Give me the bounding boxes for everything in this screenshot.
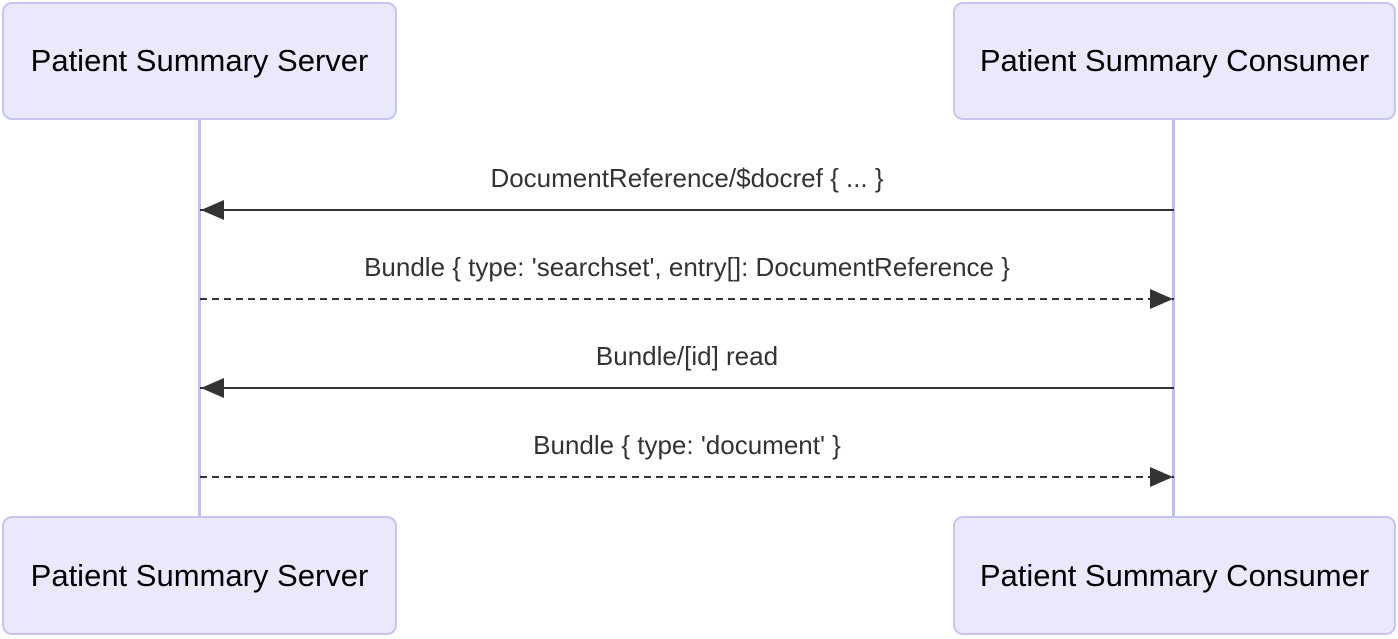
actor-top-consumer-label: Patient Summary Consumer: [979, 43, 1370, 78]
message-2-arrowhead-right-icon: [1150, 289, 1173, 309]
actor-bottom-server-box: Patient Summary Server: [2, 516, 397, 635]
message-2-label: Bundle { type: 'searchset', entry[]: Doc…: [364, 252, 1010, 282]
message-3-arrowhead-left-icon: [201, 378, 224, 398]
actor-top-server-box: Patient Summary Server: [2, 2, 397, 120]
lifeline-consumer: [1172, 120, 1175, 516]
message-3-label: Bundle/[id] read: [595, 341, 779, 371]
message-1-arrowhead-left-icon: [201, 200, 224, 220]
actor-top-server-label: Patient Summary Server: [30, 43, 369, 78]
message-1-label: DocumentReference/$docref { ... }: [490, 163, 884, 193]
actor-bottom-consumer-label: Patient Summary Consumer: [979, 557, 1370, 593]
actor-bottom-consumer-box: Patient Summary Consumer: [953, 516, 1396, 635]
message-4-line: [200, 476, 1174, 478]
actor-bottom-server-label: Patient Summary Server: [30, 557, 369, 593]
lifeline-server: [198, 120, 201, 516]
message-4-label: Bundle { type: 'document' }: [533, 430, 841, 460]
message-2-line: [200, 298, 1174, 300]
message-1-line: [200, 209, 1174, 211]
actor-top-consumer-box: Patient Summary Consumer: [953, 2, 1396, 120]
message-3-line: [200, 387, 1174, 389]
message-4-arrowhead-right-icon: [1150, 467, 1173, 487]
